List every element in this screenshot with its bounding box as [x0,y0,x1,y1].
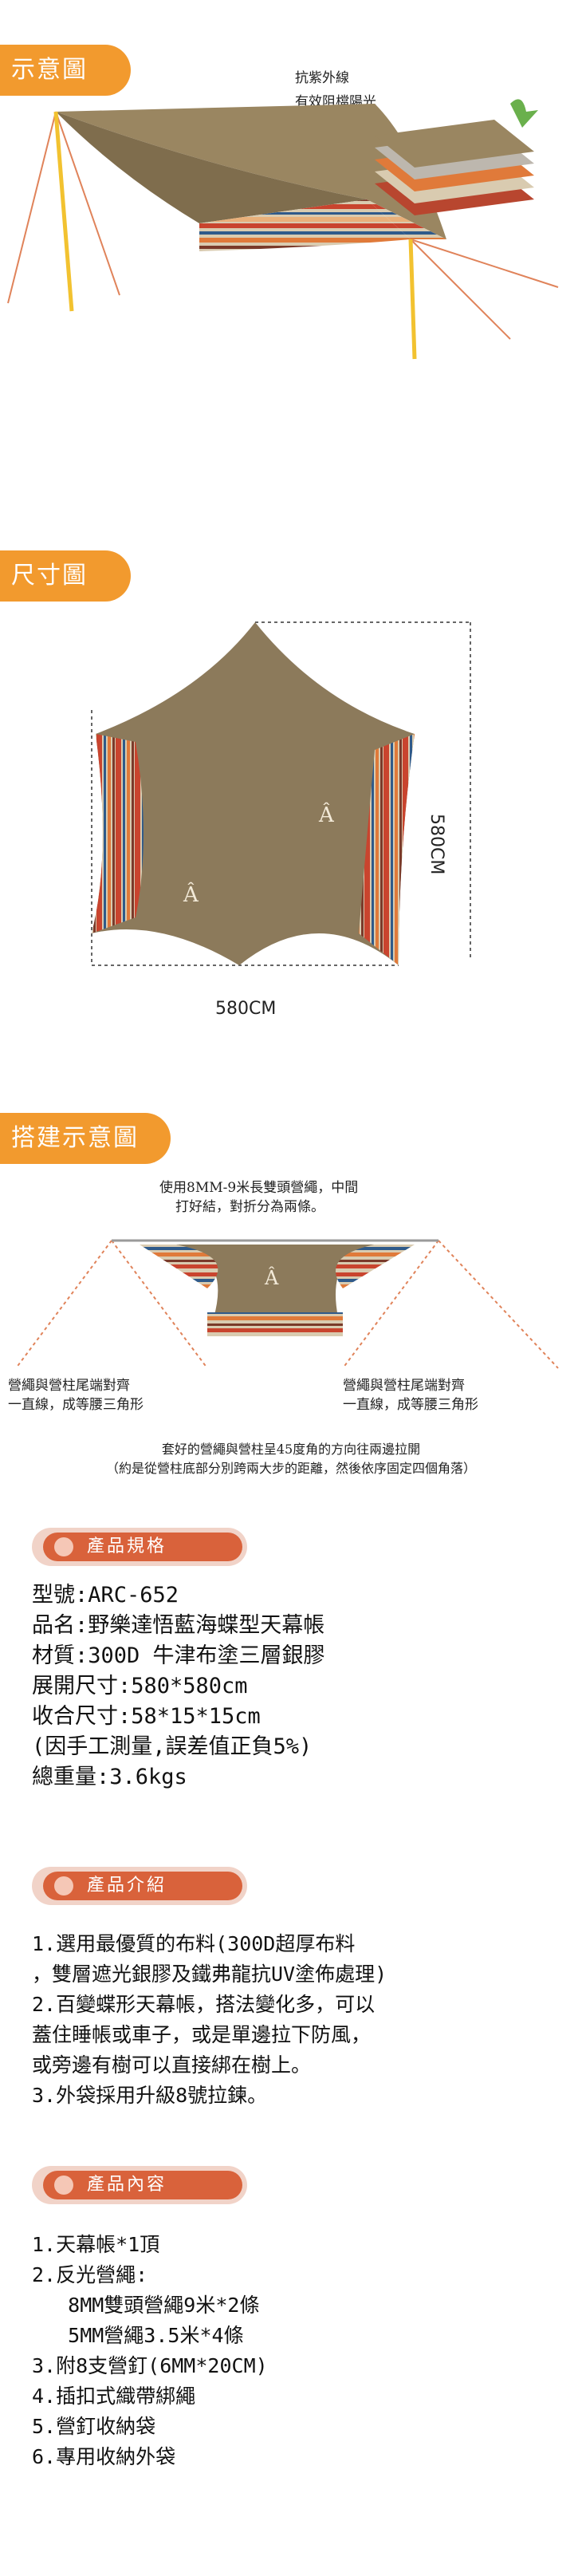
guy-rope [410,239,511,340]
intro-line: 蓋住睡帳或車子，或是單邊拉下防風， [32,2023,372,2046]
note-line: 一直線，成等腰三角形 [8,1397,144,1413]
note-line: （約是從營柱底部分別跨兩大步的距離，然後依序固定四個角落） [105,1461,476,1476]
dimensions-section: 尺寸圖 Â Â 580CM 580CM [0,550,582,1045]
section-tag-setup: 搭建示意圖 [0,1113,171,1164]
specs-list: 型號:ARC-652 品名:野樂達悟藍海蝶型天幕帳 材質:300D 牛津布塗三層… [32,1580,325,1793]
setup-note-top: 使用8MM-9米長雙頭營繩，中間 打好結，對折分為兩條。 [159,1178,358,1217]
spec-line: 型號:ARC-652 [32,1583,179,1608]
tarp-illustration [7,104,559,360]
section-title: 示意圖 [11,56,88,84]
note-line: 營繩與營柱尾端對齊 [8,1378,130,1394]
setup-note-bottom: 套好的營繩與營柱呈45度角的方向往兩邊拉開 （約是從營柱底部分別跨兩大步的距離，… [0,1440,582,1478]
spec-line: 總重量:3.6kgs [32,1765,187,1789]
section-tag-contents: 產品內容 [32,2166,247,2204]
contents-list: 1.天幕帳*1頂 2.反光營繩: 8MM雙頭營繩9米*2條 5MM營繩3.5米*… [32,2230,268,2472]
brand-logo: Â [183,882,199,907]
intro-line: 1.選用最優質的布料(300D超厚布料 [32,1932,356,1955]
spec-line: 材質:300D 牛津布塗三層銀膠 [32,1643,325,1668]
content-line: 6.專用收納外袋 [32,2445,176,2468]
brand-logo: Â [264,1266,279,1289]
section-title: 尺寸圖 [11,562,88,590]
fabric-layers-icon [375,99,538,215]
setup-diagram: Â [15,1239,559,1369]
content-line: 3.附8支營釘(6MM*20CM) [32,2354,268,2377]
intro-line: ，雙層遮光銀膠及鐵弗龍抗UV塗佈處理) [32,1963,387,1986]
spec-line: (因手工測量,誤差值正負5%) [32,1734,313,1759]
setup-note-right: 營繩與營柱尾端對齊 一直線，成等腰三角形 [343,1376,478,1414]
section-tag-dimensions: 尺寸圖 [0,550,131,602]
tarp-pattern-edge [92,734,144,933]
tent-pole [53,111,74,312]
content-line: 2.反光營繩: [32,2263,148,2286]
section-tag-intro: 產品介紹 [32,1867,247,1905]
tarp-pattern-edge [140,1245,218,1288]
guy-rope [7,111,57,304]
section-title: 搭建示意圖 [11,1124,139,1152]
content-line: 5.營釘收納袋 [32,2415,156,2438]
tarp-pattern-edge [199,199,411,251]
section-tag-specs: 產品規格 [32,1528,247,1566]
note-line: 打好結，對折分為兩條。 [175,1199,324,1215]
intro-line: 3.外袋採用升級8號拉鍊。 [32,2084,268,2107]
intro-line: 或旁邊有樹可以直接綁在樹上。 [32,2053,312,2077]
section-title: 產品規格 [43,1533,242,1561]
note-line: 營繩與營柱尾端對齊 [343,1378,465,1394]
tarp-top-view: Â Â [91,621,471,966]
note-line: 使用8MM-9米長雙頭營繩，中間 [159,1180,359,1196]
guy-rope [410,239,559,288]
tarp-shape [92,622,415,965]
spec-line: 品名:野樂達悟藍海蝶型天幕帳 [32,1613,325,1638]
tarp-side [56,112,367,223]
tarp-pattern-edge [207,1312,343,1336]
content-line: 8MM雙頭營繩9米*2條 [32,2294,260,2317]
note-line: 一直線，成等腰三角形 [343,1397,478,1413]
tarp-pattern-edge [359,734,415,965]
guy-rope [55,111,120,296]
tent-pole [408,239,417,360]
spec-line: 展開尺寸:580*580cm [32,1674,248,1698]
section-title: 產品內容 [43,2171,242,2199]
tarp-pattern-edge [336,1245,415,1288]
note-line: 套好的營繩與營柱呈45度角的方向往兩邊拉開 [161,1442,421,1457]
section-tag-illustration: 示意圖 [0,45,131,96]
height-label: 580CM [427,814,446,875]
section-title: 產品介紹 [43,1872,242,1900]
intro-section: 產品介紹 1.選用最優質的布料(300D超厚布料 ，雙層遮光銀膠及鐵弗龍抗UV塗… [0,1867,582,2130]
content-line: 1.天幕帳*1頂 [32,2233,160,2256]
contents-section: 產品內容 1.天幕帳*1頂 2.反光營繩: 8MM雙頭營繩9米*2條 5MM營繩… [0,2166,582,2549]
specs-section: 產品規格 型號:ARC-652 品名:野樂達悟藍海蝶型天幕帳 材質:300D 牛… [0,1528,582,1831]
illustration-section: 示意圖 抗紫外線 有效阻檔陽光 [0,0,582,367]
brand-logo: Â [318,802,335,827]
width-label: 580CM [215,999,277,1019]
callout-line: 抗紫外線 [295,70,349,86]
setup-section: 搭建示意圖 使用8MM-9米長雙頭營繩，中間 打好結，對折分為兩條。 Â [0,1113,582,1552]
setup-note-left: 營繩與營柱尾端對齊 一直線，成等腰三角形 [8,1376,144,1414]
content-line: 4.插扣式織帶綁繩 [32,2385,196,2408]
intro-line: 2.百變蝶形天幕帳，搭法變化多，可以 [32,1993,376,2016]
tarp-pattern-edge [367,199,446,239]
tarp-top [56,104,446,239]
intro-list: 1.選用最優質的布料(300D超厚布料 ，雙層遮光銀膠及鐵弗龍抗UV塗佈處理) … [32,1929,387,2111]
spec-line: 收合尺寸:58*15*15cm [32,1704,261,1729]
content-line: 5MM營繩3.5米*4條 [32,2324,244,2347]
sun-block-arrow-icon [510,99,538,128]
